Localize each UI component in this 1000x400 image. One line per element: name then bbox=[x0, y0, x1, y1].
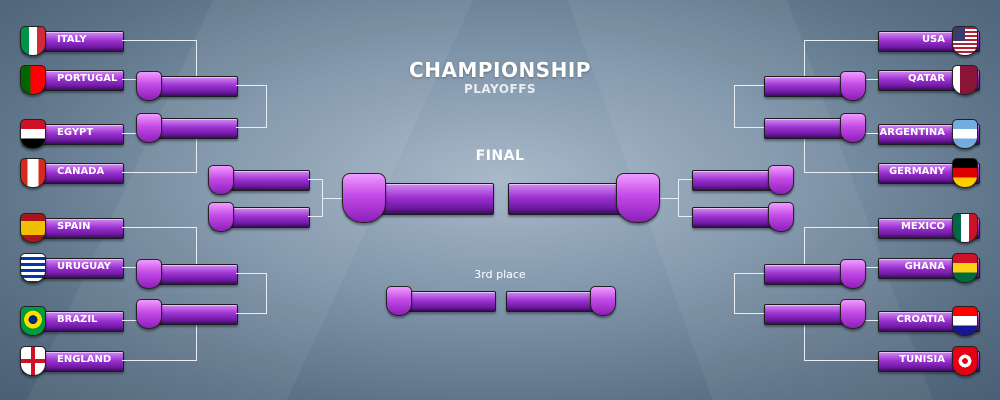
spain-flag-icon bbox=[20, 213, 46, 243]
shield-icon bbox=[840, 71, 866, 101]
uruguay-flag-icon bbox=[20, 253, 46, 283]
shield-icon bbox=[840, 299, 866, 329]
mexico-flag-icon bbox=[952, 213, 978, 243]
team-slot[interactable]: ITALY bbox=[22, 31, 124, 52]
shield-icon bbox=[136, 259, 162, 289]
shield-icon bbox=[208, 165, 234, 195]
bracket-connector-line bbox=[308, 216, 322, 217]
bracket-connector-line bbox=[236, 85, 266, 86]
england-flag-icon bbox=[20, 346, 46, 376]
bracket-connector-line bbox=[308, 179, 322, 180]
team-name: ENGLAND bbox=[57, 354, 112, 365]
team-name: ITALY bbox=[57, 34, 87, 45]
bracket-connector-line bbox=[196, 133, 197, 173]
team-name: USA bbox=[921, 34, 945, 45]
bracket-connector-line bbox=[196, 227, 197, 268]
shield-icon bbox=[768, 202, 794, 232]
egypt-flag-icon bbox=[20, 119, 46, 149]
shield-icon bbox=[136, 299, 162, 329]
bracket-connector-line bbox=[804, 227, 805, 268]
team-slot[interactable]: PORTUGAL bbox=[22, 70, 124, 91]
shield-icon bbox=[840, 259, 866, 289]
bracket-connector-line bbox=[266, 85, 267, 128]
team-name: BRAZIL bbox=[57, 314, 98, 325]
bracket-connector-line bbox=[196, 40, 197, 80]
canada-flag-icon bbox=[20, 158, 46, 188]
germany-flag-icon bbox=[952, 158, 978, 188]
ghana-flag-icon bbox=[952, 253, 978, 283]
team-name: QATAR bbox=[908, 73, 945, 84]
bracket-connector-line bbox=[804, 227, 878, 228]
bracket-connector-line bbox=[196, 320, 197, 361]
bracket-connector-line bbox=[804, 133, 805, 173]
usa-flag-icon bbox=[952, 26, 978, 56]
third-place-label: 3rd place bbox=[474, 268, 526, 281]
team-slot[interactable]: EGYPT bbox=[22, 124, 124, 145]
bracket-connector-line bbox=[122, 40, 196, 41]
team-name: GHANA bbox=[904, 261, 945, 272]
shield-icon bbox=[840, 113, 866, 143]
team-name: EGYPT bbox=[57, 127, 94, 138]
tunisia-flag-icon bbox=[952, 346, 978, 376]
bracket-connector-line bbox=[122, 227, 196, 228]
bracket-connector-line bbox=[122, 172, 196, 173]
team-name: CANADA bbox=[57, 166, 105, 177]
shield-icon bbox=[342, 173, 386, 223]
bracket-connector-line bbox=[734, 85, 735, 128]
page-subtitle: PLAYOFFS bbox=[463, 82, 537, 96]
team-name: GERMANY bbox=[888, 166, 945, 177]
team-name: SPAIN bbox=[57, 221, 91, 232]
shield-icon bbox=[136, 113, 162, 143]
bracket-connector-line bbox=[122, 360, 196, 361]
shield-icon bbox=[616, 173, 660, 223]
portugal-flag-icon bbox=[20, 65, 46, 95]
shield-icon bbox=[208, 202, 234, 232]
bracket-connector-line bbox=[804, 40, 878, 41]
bracket-connector-line bbox=[266, 273, 267, 314]
bracket-connector-line bbox=[678, 216, 692, 217]
team-name: URUGUAY bbox=[57, 261, 111, 272]
shield-icon bbox=[136, 71, 162, 101]
bracket-connector-line bbox=[678, 179, 692, 180]
bracket-connector-line bbox=[734, 85, 764, 86]
bracket-connector-line bbox=[236, 313, 266, 314]
bracket-connector-line bbox=[678, 179, 679, 217]
team-name: ARGENTINA bbox=[879, 127, 946, 138]
bracket-connector-line bbox=[658, 197, 678, 199]
final-label: FINAL bbox=[475, 148, 525, 164]
argentina-flag-icon bbox=[952, 119, 978, 149]
bracket-connector-line bbox=[734, 273, 735, 314]
team-name: CROATIA bbox=[896, 314, 945, 325]
bracket-connector-line bbox=[804, 360, 878, 361]
team-name: TUNISIA bbox=[899, 354, 945, 365]
brazil-flag-icon bbox=[20, 306, 46, 336]
qatar-flag-icon bbox=[952, 65, 978, 95]
team-name: PORTUGAL bbox=[57, 73, 118, 84]
shield-icon bbox=[590, 286, 616, 316]
shield-icon bbox=[768, 165, 794, 195]
team-slot[interactable]: URUGUAY bbox=[22, 258, 124, 279]
bracket-connector-line bbox=[734, 127, 764, 128]
bracket-connector-line bbox=[734, 313, 764, 314]
croatia-flag-icon bbox=[952, 306, 978, 336]
shield-icon bbox=[386, 286, 412, 316]
team-name: MEXICO bbox=[900, 221, 945, 232]
bracket-connector-line bbox=[236, 127, 266, 128]
bracket-connector-line bbox=[804, 320, 805, 361]
bracket-connector-line bbox=[236, 273, 266, 274]
bracket-connector-line bbox=[734, 273, 764, 274]
page-title: CHAMPIONSHIP bbox=[409, 58, 591, 82]
italy-flag-icon bbox=[20, 26, 46, 56]
bracket-connector-line bbox=[804, 40, 805, 80]
bracket-connector-line bbox=[804, 172, 878, 173]
bracket-connector-line bbox=[322, 197, 342, 199]
